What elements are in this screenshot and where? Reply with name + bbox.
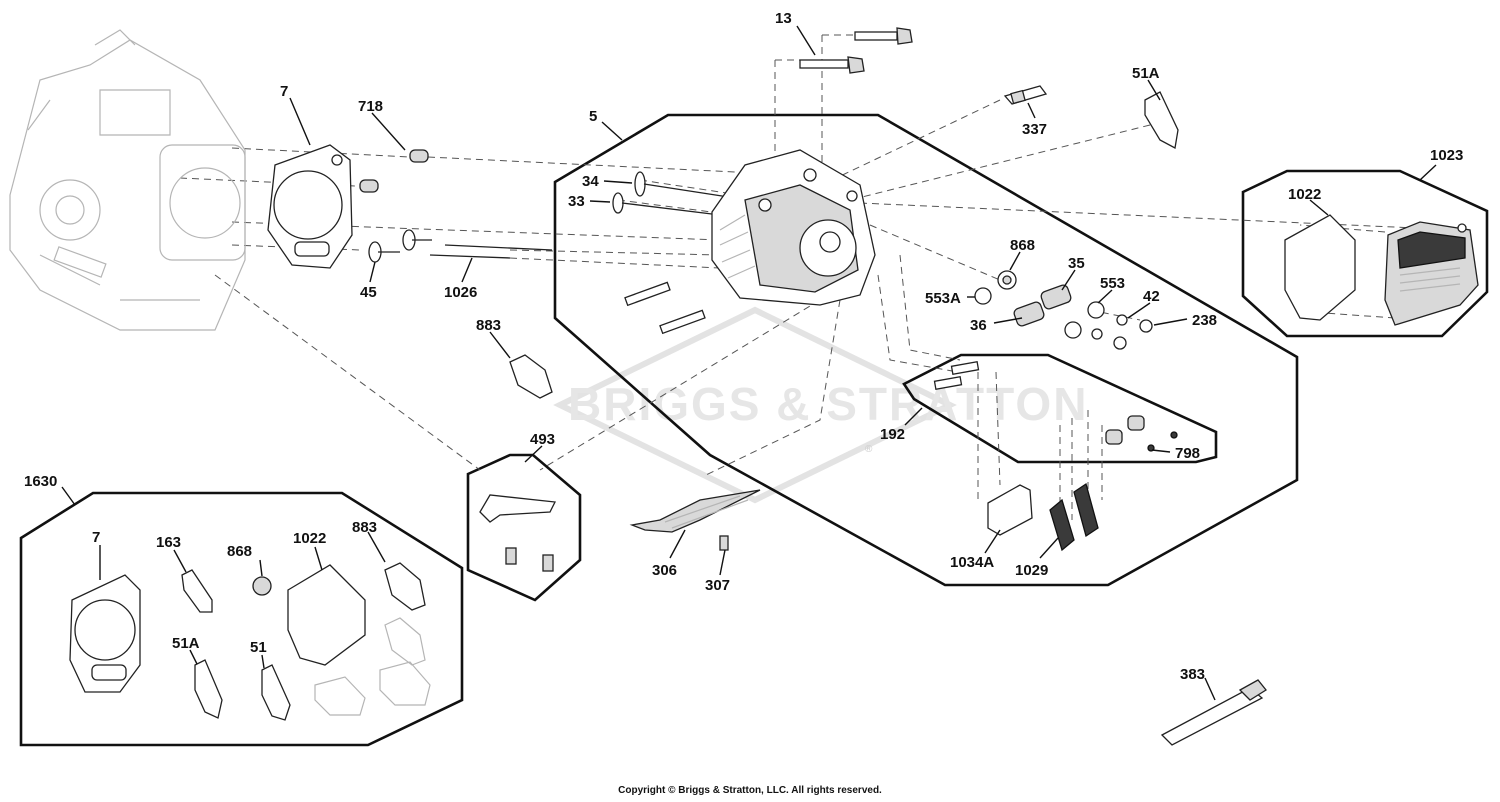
valves-and-push-rods: [368, 229, 553, 263]
briggs-watermark: BRIGGS & STRATTON ®: [553, 306, 1088, 504]
rocker-arm-group-box: [902, 353, 1218, 464]
head-bolts: [799, 27, 913, 74]
kit-callout-51a: 51A: [172, 635, 200, 652]
kit-callout-7: 7: [92, 529, 100, 546]
callout-1022: 1022: [1288, 186, 1321, 203]
alignment-lines: [179, 34, 1461, 525]
callout-1630: 1630: [24, 473, 57, 490]
callout-307: 307: [705, 577, 730, 594]
kit-callout-51: 51: [250, 639, 267, 656]
valve-springs-and-keepers: [974, 270, 1153, 350]
kit-callout-1022: 1022: [293, 530, 326, 547]
rocker-studs: [933, 361, 1178, 452]
rocker-arms: [987, 482, 1099, 552]
copyright-notice: Copyright © Briggs & Stratton, LLC. All …: [618, 785, 882, 796]
callout-553a: 553A: [925, 290, 961, 307]
valve-spring-compressor-tool: [1160, 679, 1267, 746]
kit-callout-868: 868: [227, 543, 252, 560]
callout-1026: 1026: [444, 284, 477, 301]
dowel-pins: [359, 149, 429, 193]
kit-callout-163: 163: [156, 534, 181, 551]
callout-337: 337: [1022, 121, 1047, 138]
callout-553: 553: [1100, 275, 1125, 292]
bracket-group-box: [466, 453, 582, 602]
callout-868: 868: [1010, 237, 1035, 254]
callout-798: 798: [1175, 445, 1200, 462]
leader-lines: [61, 25, 1437, 701]
intake-gasket: [509, 354, 553, 399]
exhaust-gasket: [1144, 91, 1179, 149]
callout-labels: 13 51A 337 718 7 5 34 33 1023 1022 868 3…: [24, 10, 1463, 683]
callout-306: 306: [652, 562, 677, 579]
callout-1034a: 1034A: [950, 554, 994, 571]
callout-34: 34: [582, 173, 599, 190]
callout-883: 883: [476, 317, 501, 334]
rocker-cover: [1284, 214, 1479, 326]
spark-plug: [1003, 85, 1048, 105]
bracket: [479, 494, 556, 572]
watermark-text: BRIGGS & STRATTON: [568, 378, 1088, 430]
callout-45: 45: [360, 284, 377, 301]
callout-36: 36: [970, 317, 987, 334]
air-guide: [629, 489, 761, 551]
gasket-set-box: [19, 491, 464, 747]
callout-238: 238: [1192, 312, 1217, 329]
intake-exhaust-valves: [612, 171, 736, 216]
engine-block: [9, 29, 246, 331]
rocker-cover-group-box: [1241, 169, 1489, 338]
cylinder-head-group-box: [553, 113, 1299, 587]
cylinder-head: [624, 149, 876, 335]
callout-383: 383: [1180, 666, 1205, 683]
callout-51a: 51A: [1132, 65, 1160, 82]
callout-718: 718: [358, 98, 383, 115]
callout-5: 5: [589, 108, 597, 125]
callout-7: 7: [280, 83, 288, 100]
callout-35: 35: [1068, 255, 1085, 272]
head-gasket: [267, 144, 353, 269]
callout-33: 33: [568, 193, 585, 210]
callout-42: 42: [1143, 288, 1160, 305]
kit-callout-883: 883: [352, 519, 377, 536]
callout-192: 192: [880, 426, 905, 443]
callout-493: 493: [530, 431, 555, 448]
callout-1029: 1029: [1015, 562, 1048, 579]
callout-13: 13: [775, 10, 792, 27]
gasket-set-parts: [69, 562, 431, 721]
callout-1023: 1023: [1430, 147, 1463, 164]
watermark-registered: ®: [865, 444, 873, 455]
